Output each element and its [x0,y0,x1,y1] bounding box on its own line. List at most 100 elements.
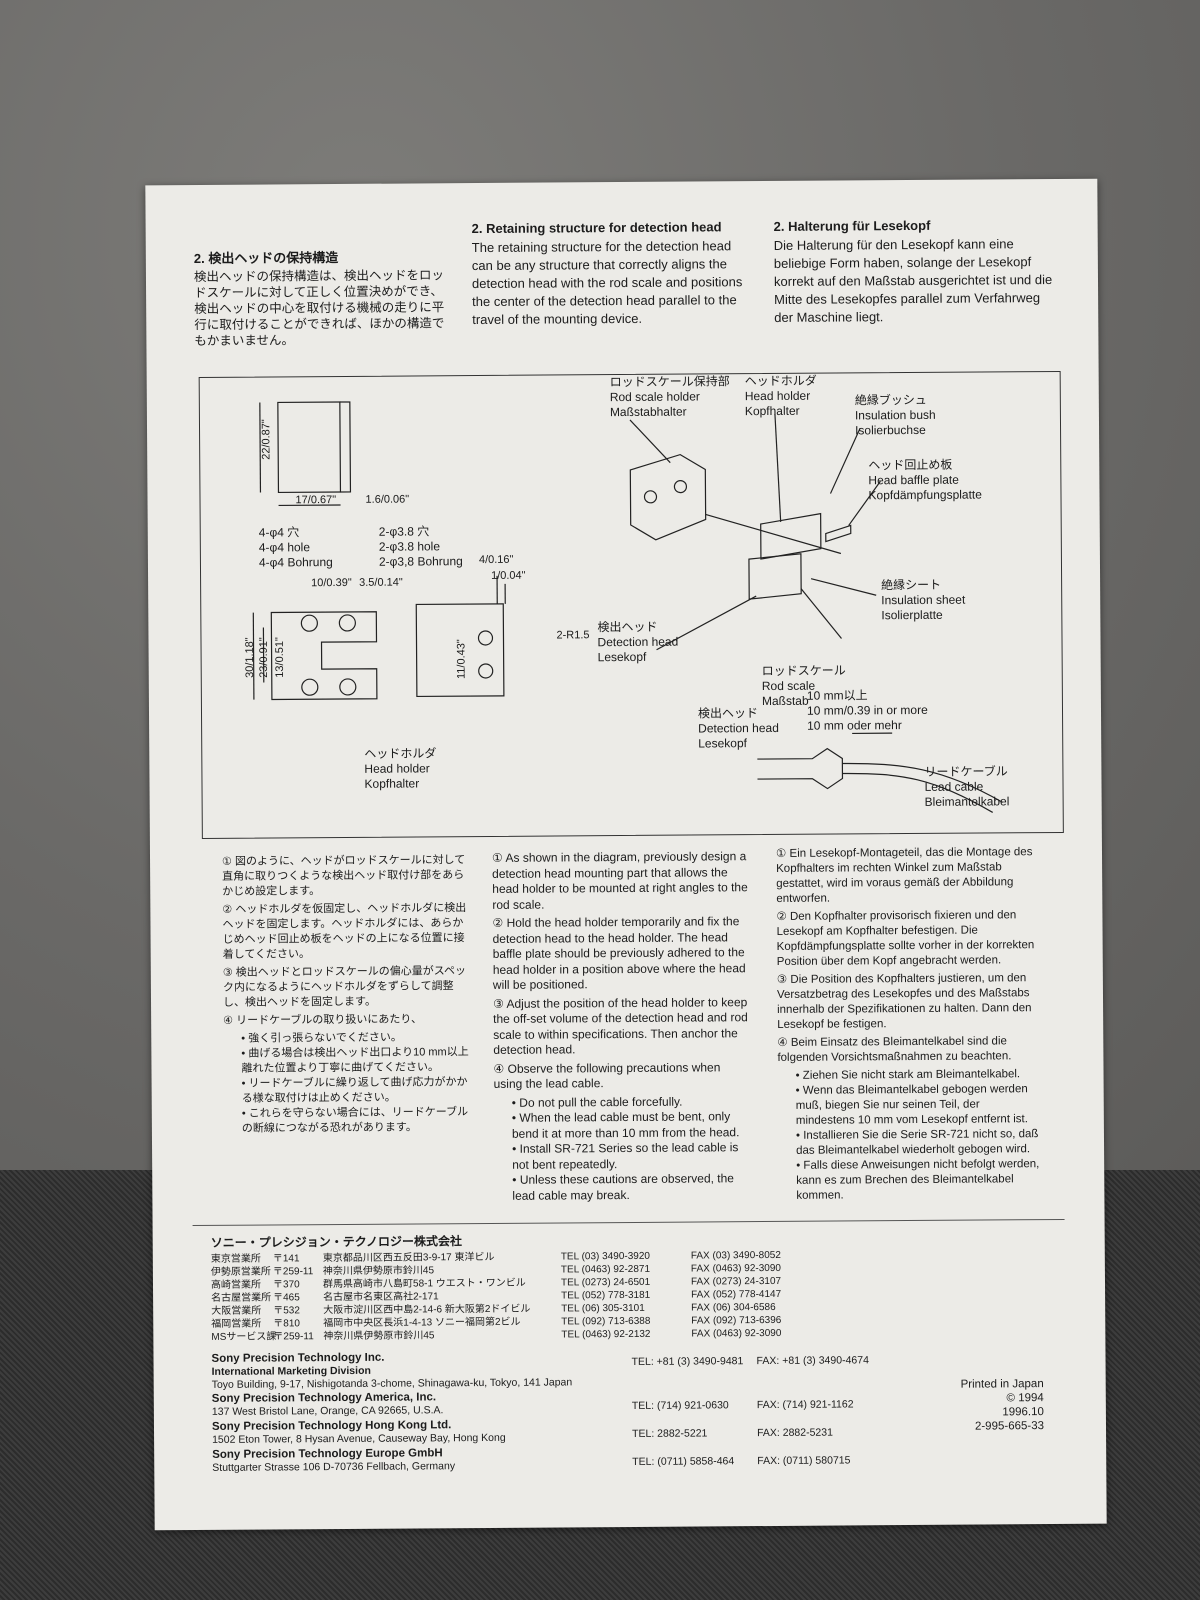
step-de-2: ② Den Kopfhalter provisorisch fixieren u… [776,909,1035,968]
office-cell: 名古屋営業所 [211,1292,272,1304]
office-cell: FAX (06) 304-6586 [691,1301,776,1314]
bullet-en-3: Install SR-721 Series so the lead cable … [512,1140,752,1173]
detection-head-label-1: 検出ヘッド Detection head Lesekopf [597,619,679,665]
holes-4-label: 4-φ4 穴 4-φ4 hole 4-φ4 Bohrung [258,525,333,570]
intl-office-addr: Stuttgarter Strasse 106 D-70736 Fellbach… [212,1460,456,1474]
head-baffle-label: ヘッド回止め板 Head baffle plate Kopfdämpfungsp… [868,457,982,503]
office-cell: 〒259-11 [272,1266,314,1278]
bullets-ja: 強く引っ張らないでください。 曲げる場合は検出ヘッド出口より10 mm以上離れた… [241,1030,474,1137]
office-cell: 〒259-11 [273,1331,314,1343]
office-cell: 東京営業所 [210,1253,261,1265]
rod-scale-holder-label: ロッドスケール保持部 Rod scale holder Maßstabhalte… [609,374,730,420]
intl-office-fax: FAX: 2882-5231 [757,1426,833,1440]
section-text-de: Die Halterung für den Lesekopf kann eine… [773,236,1053,325]
office-cell: 神奈川県伊勢原市鈴川45 [322,1265,435,1278]
lead-cable-label: リードケーブル Lead cable Bleimantelkabel [924,764,1010,809]
footer-divider [192,1218,1065,1227]
intl-office-tel: TEL: (714) 921-0630 [631,1399,729,1412]
section-heading-de: 2. Halterung für Lesekopf [773,217,931,234]
intl-office-addr: Toyo Building, 9-17, Nishigotanda 3-chom… [211,1376,573,1391]
office-cell: TEL (0463) 92-2871 [560,1263,651,1276]
company-name-ja: ソニー・プレシジョン・テクノロジー株式会社 [210,1234,463,1250]
office-cell: 高崎営業所 [210,1279,262,1291]
section-en: 2. Retaining structure for detection hea… [472,219,745,329]
step-en-3: ③ Adjust the position of the head holder… [492,994,748,1057]
step-en-1: ① As shown in the diagram, previously de… [491,849,748,912]
office-cell: 神奈川県伊勢原市鈴川45 [323,1330,435,1343]
step-en-4: ④ Observe the following precautions when… [493,1059,721,1091]
instruction-sheet: 2. 検出ヘッドの保持構造 検出ヘッドの保持構造は、検出ヘッドをロッドスケールに… [145,178,1107,1531]
intl-office-name: Sony Precision Technology Inc. [211,1351,385,1365]
intl-office-fax: FAX: +81 (3) 3490-4674 [756,1354,869,1368]
insulation-sheet-label: 絶縁シート Insulation sheet Isolierplatte [881,577,966,623]
dim-23: 23/0.91" [257,637,271,678]
office-cell: 〒141 [272,1253,300,1265]
office-cell: FAX (03) 3490-8052 [690,1249,781,1262]
intl-office-fax: FAX: (714) 921-1162 [756,1398,854,1412]
printed-in-japan: Printed in Japan [960,1378,1044,1391]
dim-4: 4/0.16" [478,553,514,567]
office-cell: 名古屋市名東区高社2-171 [323,1291,439,1304]
dim-10: 10/0.39" [311,576,352,590]
head-holder-side-view [415,603,505,698]
print-date: 1996.10 [1002,1406,1044,1419]
bullet-en-2: When the lead cable must be bent, only b… [512,1109,752,1142]
bullet-ja-4: これらを守らない場合には、リードケーブルの断線につながる恐れがあります。 [242,1105,474,1137]
bend-distance-label: 10 mm以上 10 mm/0.39 in or more 10 mm oder… [806,688,928,733]
intl-office-fax: FAX: (0711) 580715 [757,1454,851,1468]
office-cell: 〒465 [273,1292,300,1304]
intl-office: Sony Precision Technology Hong Kong Ltd.… [212,1417,833,1449]
section-heading-ja: 2. 検出ヘッドの保持構造 [193,249,339,267]
bullet-de-1: Ziehen Sie nicht stark am Bleimantelkabe… [796,1067,1040,1084]
office-cell: TEL (0273) 24-6501 [560,1276,651,1289]
dim-width-17: 17/0.67" [295,494,337,507]
mounting-diagram: 22/0.87" 17/0.67" 1.6/0.06" 4-φ4 穴 4-φ4 … [198,370,1064,839]
bullet-ja-2: 曲げる場合は検出ヘッド出口より10 mm以上離れた位置より丁寧に曲げてください。 [241,1045,473,1077]
office-cell: 〒370 [272,1279,300,1291]
rod-scale-holder-shape [629,453,707,541]
section-text-ja: 検出ヘッドの保持構造は、検出ヘッドをロッドスケールに対して正しく位置決めができ、… [193,268,445,349]
dim-11: 11/0.43" [455,639,468,680]
section-heading-en: 2. Retaining structure for detection hea… [471,219,722,237]
copyright-year: © 1994 [1006,1392,1044,1405]
step-de-1: ① Ein Lesekopf-Montageteil, das die Mont… [775,846,1033,905]
steps-en: ① As shown in the diagram, previously de… [492,849,752,1204]
office-cell: 大阪営業所 [211,1305,262,1317]
holes-2-label: 2-φ3.8 穴 2-φ3.8 hole 2-φ3,8 Bohrung [378,524,463,569]
dim-3-5: 3.5/0.14" [359,576,403,589]
office-cell: TEL (052) 778-3181 [561,1289,651,1302]
step-de-4: ④ Beim Einsatz des Bleimantelkabel sind … [777,1035,1012,1064]
step-ja-3: ③ 検出ヘッドとロッドスケールの偏心量がスペック内になるようにヘッドホルダをずら… [222,965,467,1009]
office-cell: FAX (052) 778-4147 [691,1288,782,1301]
bullet-en-1: Do not pull the cable forcefully. [512,1094,752,1111]
head-baffle-shape [825,524,852,543]
intl-office: Sony Precision Technology America, Inc.1… [212,1389,854,1421]
step-de-3: ③ Die Position des Kopfhalters justieren… [776,972,1032,1031]
section-ja: 2. 検出ヘッドの保持構造 検出ヘッドの保持構造は、検出ヘッドをロッドスケールに… [194,249,445,349]
office-cell: TEL (06) 305-3101 [561,1302,645,1315]
section-text-en: The retaining structure for the detectio… [471,238,743,328]
step-ja-4: ④ リードケーブルの取り扱いにあたり、 [223,1013,423,1027]
dim-1: 1/0.04" [491,569,526,582]
print-info: Printed in Japan © 1994 1996.10 2-995-66… [961,1377,1045,1434]
bullet-de-2: Wenn das Bleimantelkabel gebogen werden … [796,1082,1040,1129]
step-ja-2: ② ヘッドホルダを仮固定し、ヘッドホルダに検出ヘッドを固定します。ヘッドホルダに… [222,902,467,961]
part-number: 2-995-665-33 [974,1420,1045,1433]
office-cell: FAX (0463) 92-3090 [690,1262,781,1275]
office-cell: 福岡営業所 [211,1318,262,1330]
intl-office-tel: TEL: +81 (3) 3490-9481 [631,1355,744,1368]
head-holder-label: ヘッドホルダ Head holder Kopfhalter [744,373,817,419]
dim-13: 13/0.51" [273,637,287,678]
step-ja-1: ① 図のように、ヘッドがロッドスケールに対して直角に取りつくような検出ヘッド取付… [221,854,466,898]
office-cell: TEL (0463) 92-2132 [561,1328,651,1341]
bracket-top-view [277,401,342,494]
step-en-2: ② Hold the head holder temporarily and f… [492,914,746,992]
bullets-de: Ziehen Sie nicht stark am Bleimantelkabe… [796,1067,1041,1204]
office-cell: TEL (092) 713-6388 [561,1315,651,1328]
bullet-en-4: Unless these cautions are observed, the … [512,1171,752,1204]
intl-office: Sony Precision Technology Inc.Internatio… [211,1349,868,1393]
intl-office-addr: 1502 Eton Tower, 8 Hysan Avenue, Causewa… [212,1431,506,1446]
intl-office-tel: TEL: 2882-5221 [632,1427,708,1440]
